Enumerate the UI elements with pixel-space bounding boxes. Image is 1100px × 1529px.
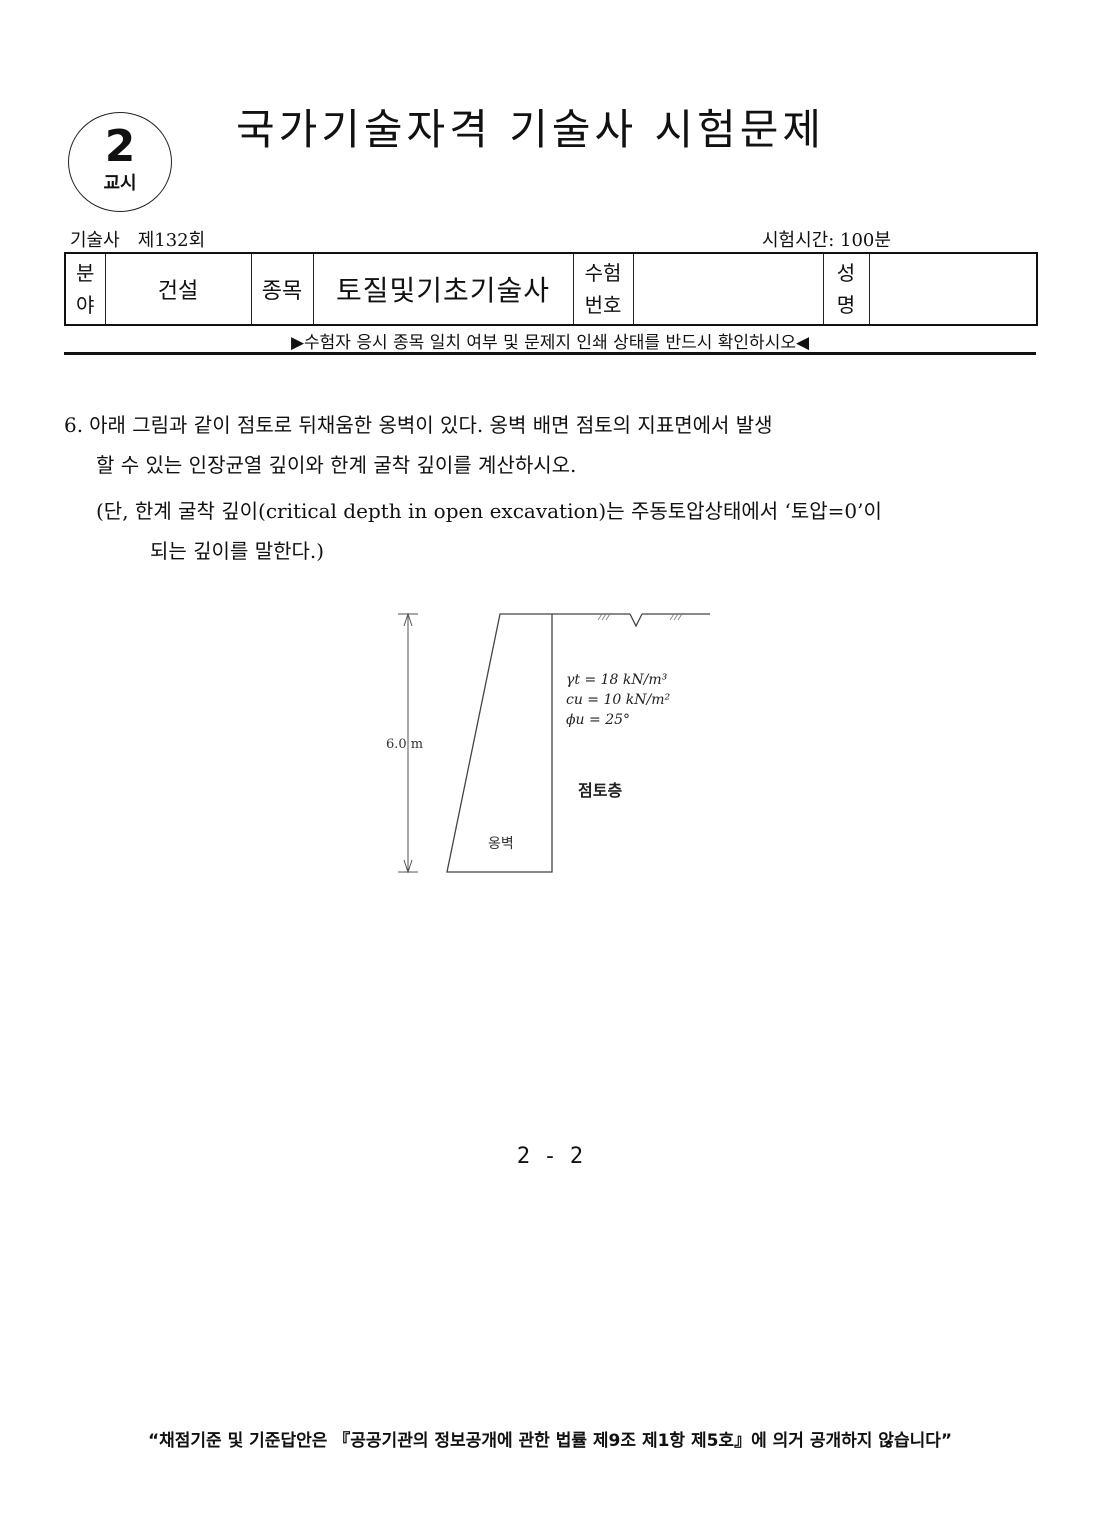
exam-time: 시험시간: 100분 <box>762 230 891 251</box>
exam-info-table: 분 야 건설 종목 토질및기초기술사 수험 번호 성 명 <box>64 252 1038 326</box>
field-value: 건설 <box>104 252 252 326</box>
wall-label: 옹벽 <box>488 836 514 852</box>
cohesion-label: cu = 10 kN/m² <box>566 692 670 708</box>
height-label: 6.0 m <box>386 737 423 752</box>
retaining-wall-figure: 6.0 m 옹벽 γt = 18 kN/m³ cu = 10 kN/m² ϕu … <box>386 612 710 874</box>
name-label: 성 명 <box>822 252 870 326</box>
page-number: 2 - 2 <box>516 1144 584 1169</box>
name-field[interactable] <box>868 252 1038 326</box>
item-label: 종목 <box>250 252 314 326</box>
question-line-2: 할 수 있는 인장균열 깊이와 한계 굴착 깊이를 계산하시오. <box>96 453 577 477</box>
unit-weight-label: γt = 18 kN/m³ <box>566 672 668 688</box>
notice-divider <box>64 352 1036 355</box>
question-note-2: 되는 깊이를 말한다.) <box>150 539 325 563</box>
soil-layer-label: 점토층 <box>578 781 622 800</box>
page-title: 국가기술자격 기술사 시험문제 <box>236 105 826 154</box>
session-number: 2 <box>104 121 136 172</box>
friction-angle-label: ϕu = 25° <box>566 712 630 728</box>
item-value: 토질및기초기술사 <box>312 252 574 326</box>
retaining-wall <box>446 613 553 873</box>
exam-number-field[interactable] <box>632 252 824 326</box>
exam-round: 제132회 <box>137 230 206 251</box>
question-line-1: 6.아래 그림과 같이 점토로 뒤채움한 옹벽이 있다. 옹벽 배면 점토의 지… <box>64 413 773 437</box>
soil-hatch-icon <box>597 613 683 621</box>
notice-text: ▶수험자 응시 종목 일치 여부 및 문제지 인쇄 상태를 반드시 확인하시오◀ <box>290 333 810 353</box>
question-note-1: (단, 한계 굴착 깊이(critical depth in open exca… <box>96 499 882 523</box>
footer-notice: “채점기준 및 기준답안은 『공공기관의 정보공개에 관한 법률 제9조 제1항… <box>147 1431 953 1451</box>
exam-number-label: 수험 번호 <box>572 252 634 326</box>
field-label: 분 야 <box>64 252 106 326</box>
question-6: 6.아래 그림과 같이 점토로 뒤채움한 옹벽이 있다. 옹벽 배면 점토의 지… <box>64 405 1039 571</box>
session-badge: 2 교시 <box>68 112 172 212</box>
session-label: 교시 <box>103 173 137 194</box>
exam-meta: 기술사 제132회 <box>70 226 205 252</box>
ground-surface <box>552 613 710 628</box>
exam-category: 기술사 <box>70 230 120 251</box>
height-dimension <box>398 612 418 874</box>
question-number: 6. <box>64 413 84 437</box>
